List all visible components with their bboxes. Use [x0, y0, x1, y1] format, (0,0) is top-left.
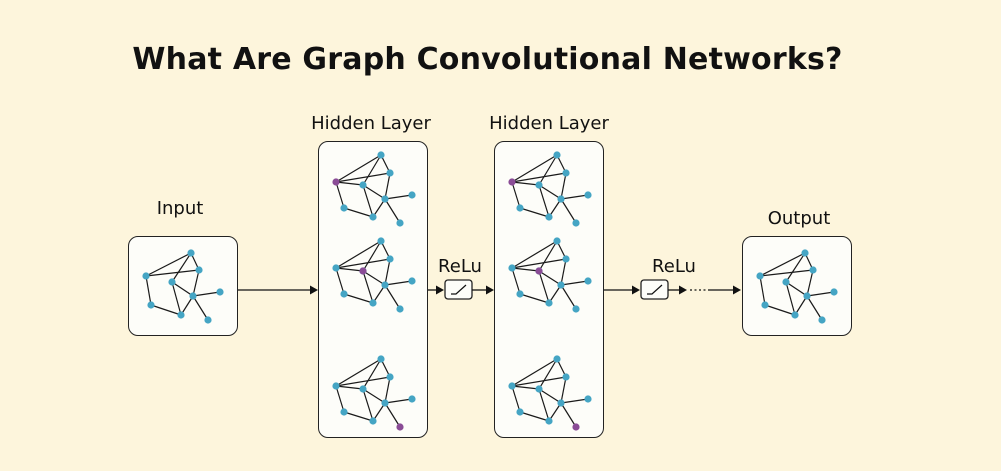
hidden-2-graph-bottom	[508, 355, 592, 431]
relu-2-icon	[640, 279, 669, 300]
highlighted-node	[535, 267, 543, 275]
arrow-hidden2-to-relu2	[604, 285, 640, 295]
input-graph	[142, 249, 224, 324]
highlighted-node	[396, 423, 404, 431]
highlighted-node	[572, 423, 580, 431]
page-title: What Are Graph Convolutional Networks?	[132, 42, 843, 77]
hidden-1-graph-top	[332, 151, 416, 227]
input-label: Input	[156, 198, 204, 219]
output-graph-box	[742, 236, 852, 336]
hidden-layer-1-label: Hidden Layer	[311, 113, 431, 134]
arrow-relu2-to-output	[668, 285, 741, 295]
highlighted-node	[332, 178, 340, 186]
output-label: Output	[767, 208, 831, 229]
highlighted-node	[359, 267, 367, 275]
highlighted-node	[508, 178, 516, 186]
hidden-2-graph-top	[508, 151, 592, 227]
arrow-hidden1-to-relu1	[428, 285, 444, 295]
relu-1-label: ReLu	[438, 256, 482, 277]
relu-2-label: ReLu	[652, 256, 696, 277]
input-graph-box	[128, 236, 238, 336]
arrow-relu1-to-hidden2	[472, 285, 494, 295]
hidden-1-graph-middle	[332, 237, 416, 313]
relu-1-icon	[444, 279, 473, 300]
hidden-2-graph-middle	[508, 237, 592, 313]
hidden-layer-2-label: Hidden Layer	[489, 113, 609, 134]
output-graph	[756, 249, 838, 324]
arrow-input-to-hidden1	[238, 285, 318, 295]
hidden-1-graph-bottom	[332, 355, 416, 431]
